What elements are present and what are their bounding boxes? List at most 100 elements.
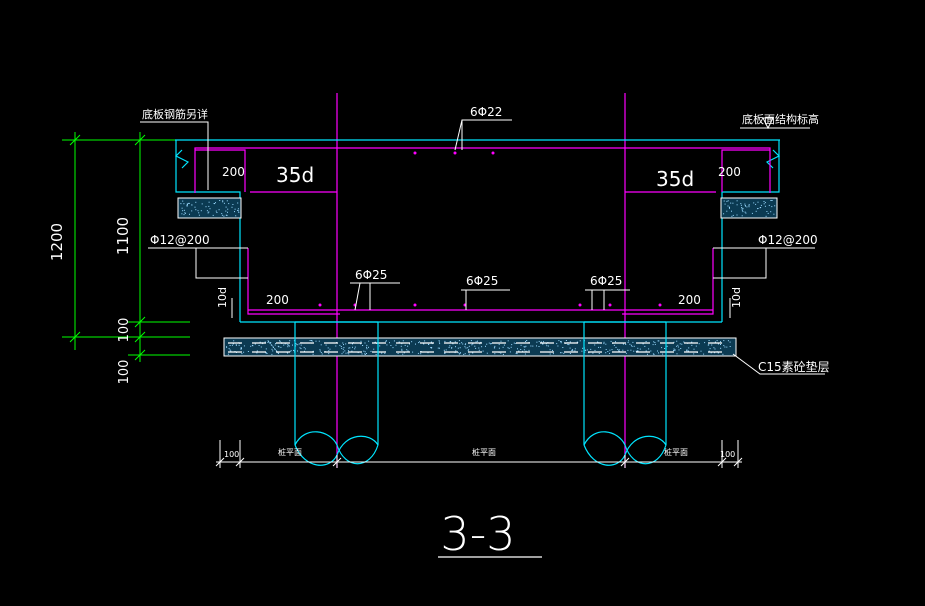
concrete-speckle [213, 203, 215, 204]
concrete-speckle [448, 346, 450, 348]
concrete-speckle [645, 341, 647, 342]
concrete-speckle [424, 340, 426, 342]
concrete-speckle [508, 347, 510, 349]
concrete-speckle [231, 206, 233, 208]
concrete-speckle [579, 340, 581, 342]
concrete-speckle [463, 353, 465, 355]
concrete-speckle [538, 340, 540, 342]
concrete-speckle [342, 342, 344, 344]
concrete-speckle [345, 352, 347, 354]
concrete-speckle [347, 350, 349, 352]
concrete-speckle [420, 353, 422, 355]
concrete-speckle [254, 343, 256, 345]
concrete-speckle [472, 352, 474, 354]
wall-dim-right-label: 10d [730, 287, 743, 308]
concrete-speckle [319, 349, 321, 351]
dim-right-100-label: 100 [720, 450, 735, 459]
concrete-speckle [361, 353, 363, 355]
concrete-speckle [729, 346, 731, 347]
concrete-speckle [603, 343, 605, 345]
concrete-speckle [415, 343, 416, 345]
concrete-speckle [552, 349, 553, 351]
concrete-speckle [195, 201, 197, 203]
concrete-speckle [574, 348, 576, 350]
concrete-speckle [486, 343, 488, 345]
concrete-speckle [687, 350, 689, 352]
concrete-speckle [398, 341, 400, 343]
concrete-speckle [724, 346, 726, 348]
concrete-speckle [295, 343, 297, 345]
concrete-speckle [191, 204, 193, 206]
concrete-speckle [549, 349, 551, 351]
concrete-speckle [247, 351, 249, 352]
concrete-speckle [243, 345, 245, 347]
concrete-speckle [187, 202, 189, 204]
side-fill-strips [177, 197, 778, 219]
concrete-speckle [364, 342, 366, 344]
concrete-speckle [771, 206, 773, 208]
concrete-speckle [183, 209, 185, 211]
concrete-speckle [465, 347, 467, 349]
concrete-speckle [605, 343, 607, 345]
concrete-speckle [642, 343, 644, 345]
concrete-speckle [740, 204, 742, 206]
concrete-speckle [760, 207, 762, 208]
concrete-speckle [552, 353, 554, 355]
concrete-speckle [238, 211, 240, 213]
concrete-speckle [516, 353, 518, 355]
concrete-speckle [727, 340, 729, 342]
concrete-speckle [676, 345, 678, 347]
concrete-speckle [386, 340, 387, 342]
right-fill-strip [720, 197, 778, 219]
concrete-speckle [520, 349, 522, 350]
concrete-speckle [328, 350, 330, 352]
concrete-speckle [226, 346, 227, 348]
concrete-speckle [212, 214, 214, 216]
concrete-speckle [303, 347, 305, 349]
concrete-speckle [354, 346, 356, 348]
concrete-speckle [625, 352, 627, 354]
concrete-speckle [274, 348, 276, 350]
concrete-speckle [321, 353, 323, 355]
concrete-speckle [729, 341, 731, 343]
concrete-speckle [648, 348, 650, 350]
concrete-speckle [259, 341, 261, 343]
concrete-speckle [412, 351, 414, 353]
concrete-speckle [740, 203, 742, 205]
concrete-speckle [757, 208, 759, 209]
concrete-speckle [234, 208, 236, 210]
concrete-speckle [708, 340, 710, 341]
bottom-bars-mid-label: 6Φ25 [466, 274, 498, 288]
concrete-speckle [652, 353, 654, 355]
concrete-speckle [585, 349, 587, 351]
concrete-speckle [494, 347, 496, 349]
concrete-speckle [617, 348, 619, 350]
concrete-speckle [632, 341, 634, 343]
concrete-speckle [270, 344, 272, 346]
concrete-speckle [773, 213, 775, 215]
concrete-speckle [730, 202, 732, 204]
concrete-speckle [478, 349, 480, 351]
concrete-speckle [304, 350, 305, 352]
concrete-speckle [731, 210, 732, 212]
concrete-speckle [458, 353, 460, 355]
concrete-speckle [392, 347, 394, 349]
concrete-speckle [657, 350, 658, 352]
concrete-speckle [597, 341, 599, 343]
concrete-speckle [183, 203, 185, 205]
concrete-speckle [384, 352, 386, 354]
concrete-speckle [486, 352, 488, 354]
concrete-speckle [397, 353, 399, 354]
concrete-speckle [691, 344, 693, 346]
concrete-speckle [198, 212, 200, 214]
concrete-speckle [328, 353, 330, 355]
concrete-speckle [280, 346, 282, 348]
bottom-bars-left-label: 6Φ25 [355, 268, 387, 282]
concrete-speckle [568, 344, 570, 346]
concrete-speckle [662, 353, 664, 355]
concrete-speckle [657, 340, 659, 342]
concrete-speckle [360, 343, 362, 345]
concrete-speckle [686, 350, 688, 352]
concrete-speckle [582, 347, 584, 349]
concrete-speckle [186, 205, 188, 207]
